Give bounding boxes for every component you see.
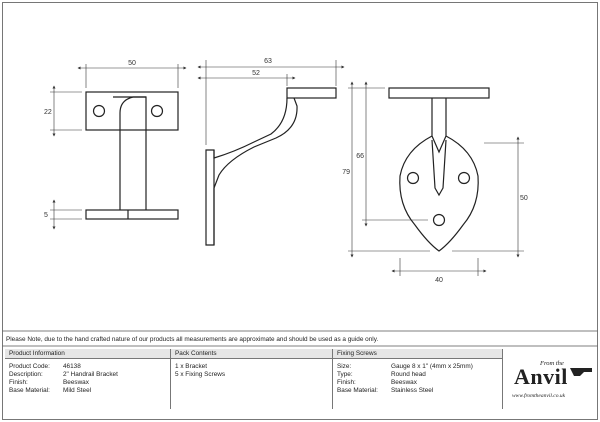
product-info-row: Base Material:Mild Steel: [9, 387, 92, 394]
rear-plate-ridge: [431, 139, 447, 197]
rear-stem: [431, 98, 447, 154]
product-table: Product Information Pack Contents Fixing…: [5, 349, 503, 409]
pack-contents-column: 1 x Bracket 5 x Fixing Screws: [171, 359, 333, 409]
dim-front-base-height: 5: [44, 212, 48, 219]
rear-dims: [348, 81, 524, 276]
fixing-screws-row: Type:Round head: [337, 371, 426, 378]
side-view: [205, 87, 337, 246]
front-dims: [50, 64, 187, 230]
dim-side-inner-width: 52: [252, 70, 260, 77]
side-rail-saddle: [286, 87, 337, 99]
rear-screw-hole-left: [406, 171, 420, 185]
dim-side-overall-width: 63: [264, 58, 272, 65]
fixing-screws-row: Finish:Beeswax: [337, 379, 417, 386]
dim-front-width: 50: [128, 60, 136, 67]
disclaimer-note: Please Note, due to the hand crafted nat…: [6, 336, 379, 343]
logo-brand: Anvil: [514, 364, 568, 389]
from-the-anvil-logo: From the Anvil www.fromtheanvil.co.uk: [508, 352, 596, 408]
product-info-heading: Product Information: [5, 349, 171, 359]
fixing-screws-row: Size:Gauge 8 x 1" (4mm x 25mm): [337, 363, 473, 370]
front-rail-saddle: [85, 209, 179, 220]
rear-view: [388, 87, 490, 252]
front-wall-plate: [85, 91, 179, 131]
dim-side-height-66: 66: [356, 153, 364, 160]
dim-rear-height: 50: [520, 195, 528, 202]
fixing-screws-heading: Fixing Screws: [333, 349, 503, 359]
rear-screw-hole-right: [457, 171, 471, 185]
dim-front-plate-height: 22: [44, 109, 52, 116]
dim-side-height-79: 79: [342, 169, 350, 176]
front-view: [85, 91, 179, 220]
dim-rear-width: 40: [435, 277, 443, 284]
rear-rail-saddle: [388, 87, 490, 99]
front-arm: [119, 96, 147, 210]
rear-screw-hole-bottom: [432, 213, 446, 227]
rear-back-plate: [399, 135, 479, 252]
pack-contents-heading: Pack Contents: [171, 349, 333, 359]
front-screw-hole-left: [92, 104, 106, 118]
product-info-column: Product Code:46138 Description:2" Handra…: [5, 359, 171, 409]
product-info-row: Finish:Beeswax: [9, 379, 89, 386]
side-dims: [197, 60, 345, 145]
pack-contents-row: 1 x Bracket: [175, 363, 207, 370]
anvil-icon: [570, 368, 592, 376]
product-info-row: Description:2" Handrail Bracket: [9, 371, 118, 378]
product-info-row: Product Code:46138: [9, 363, 81, 370]
logo-from-text: From the: [540, 360, 564, 367]
front-screw-hole-right: [150, 104, 164, 118]
pack-contents-row: 5 x Fixing Screws: [175, 371, 226, 378]
fixing-screws-row: Base Material:Stainless Steel: [337, 387, 434, 394]
fixing-screws-column: Size:Gauge 8 x 1" (4mm x 25mm) Type:Roun…: [333, 359, 503, 409]
logo-url: www.fromtheanvil.co.uk: [512, 393, 566, 399]
